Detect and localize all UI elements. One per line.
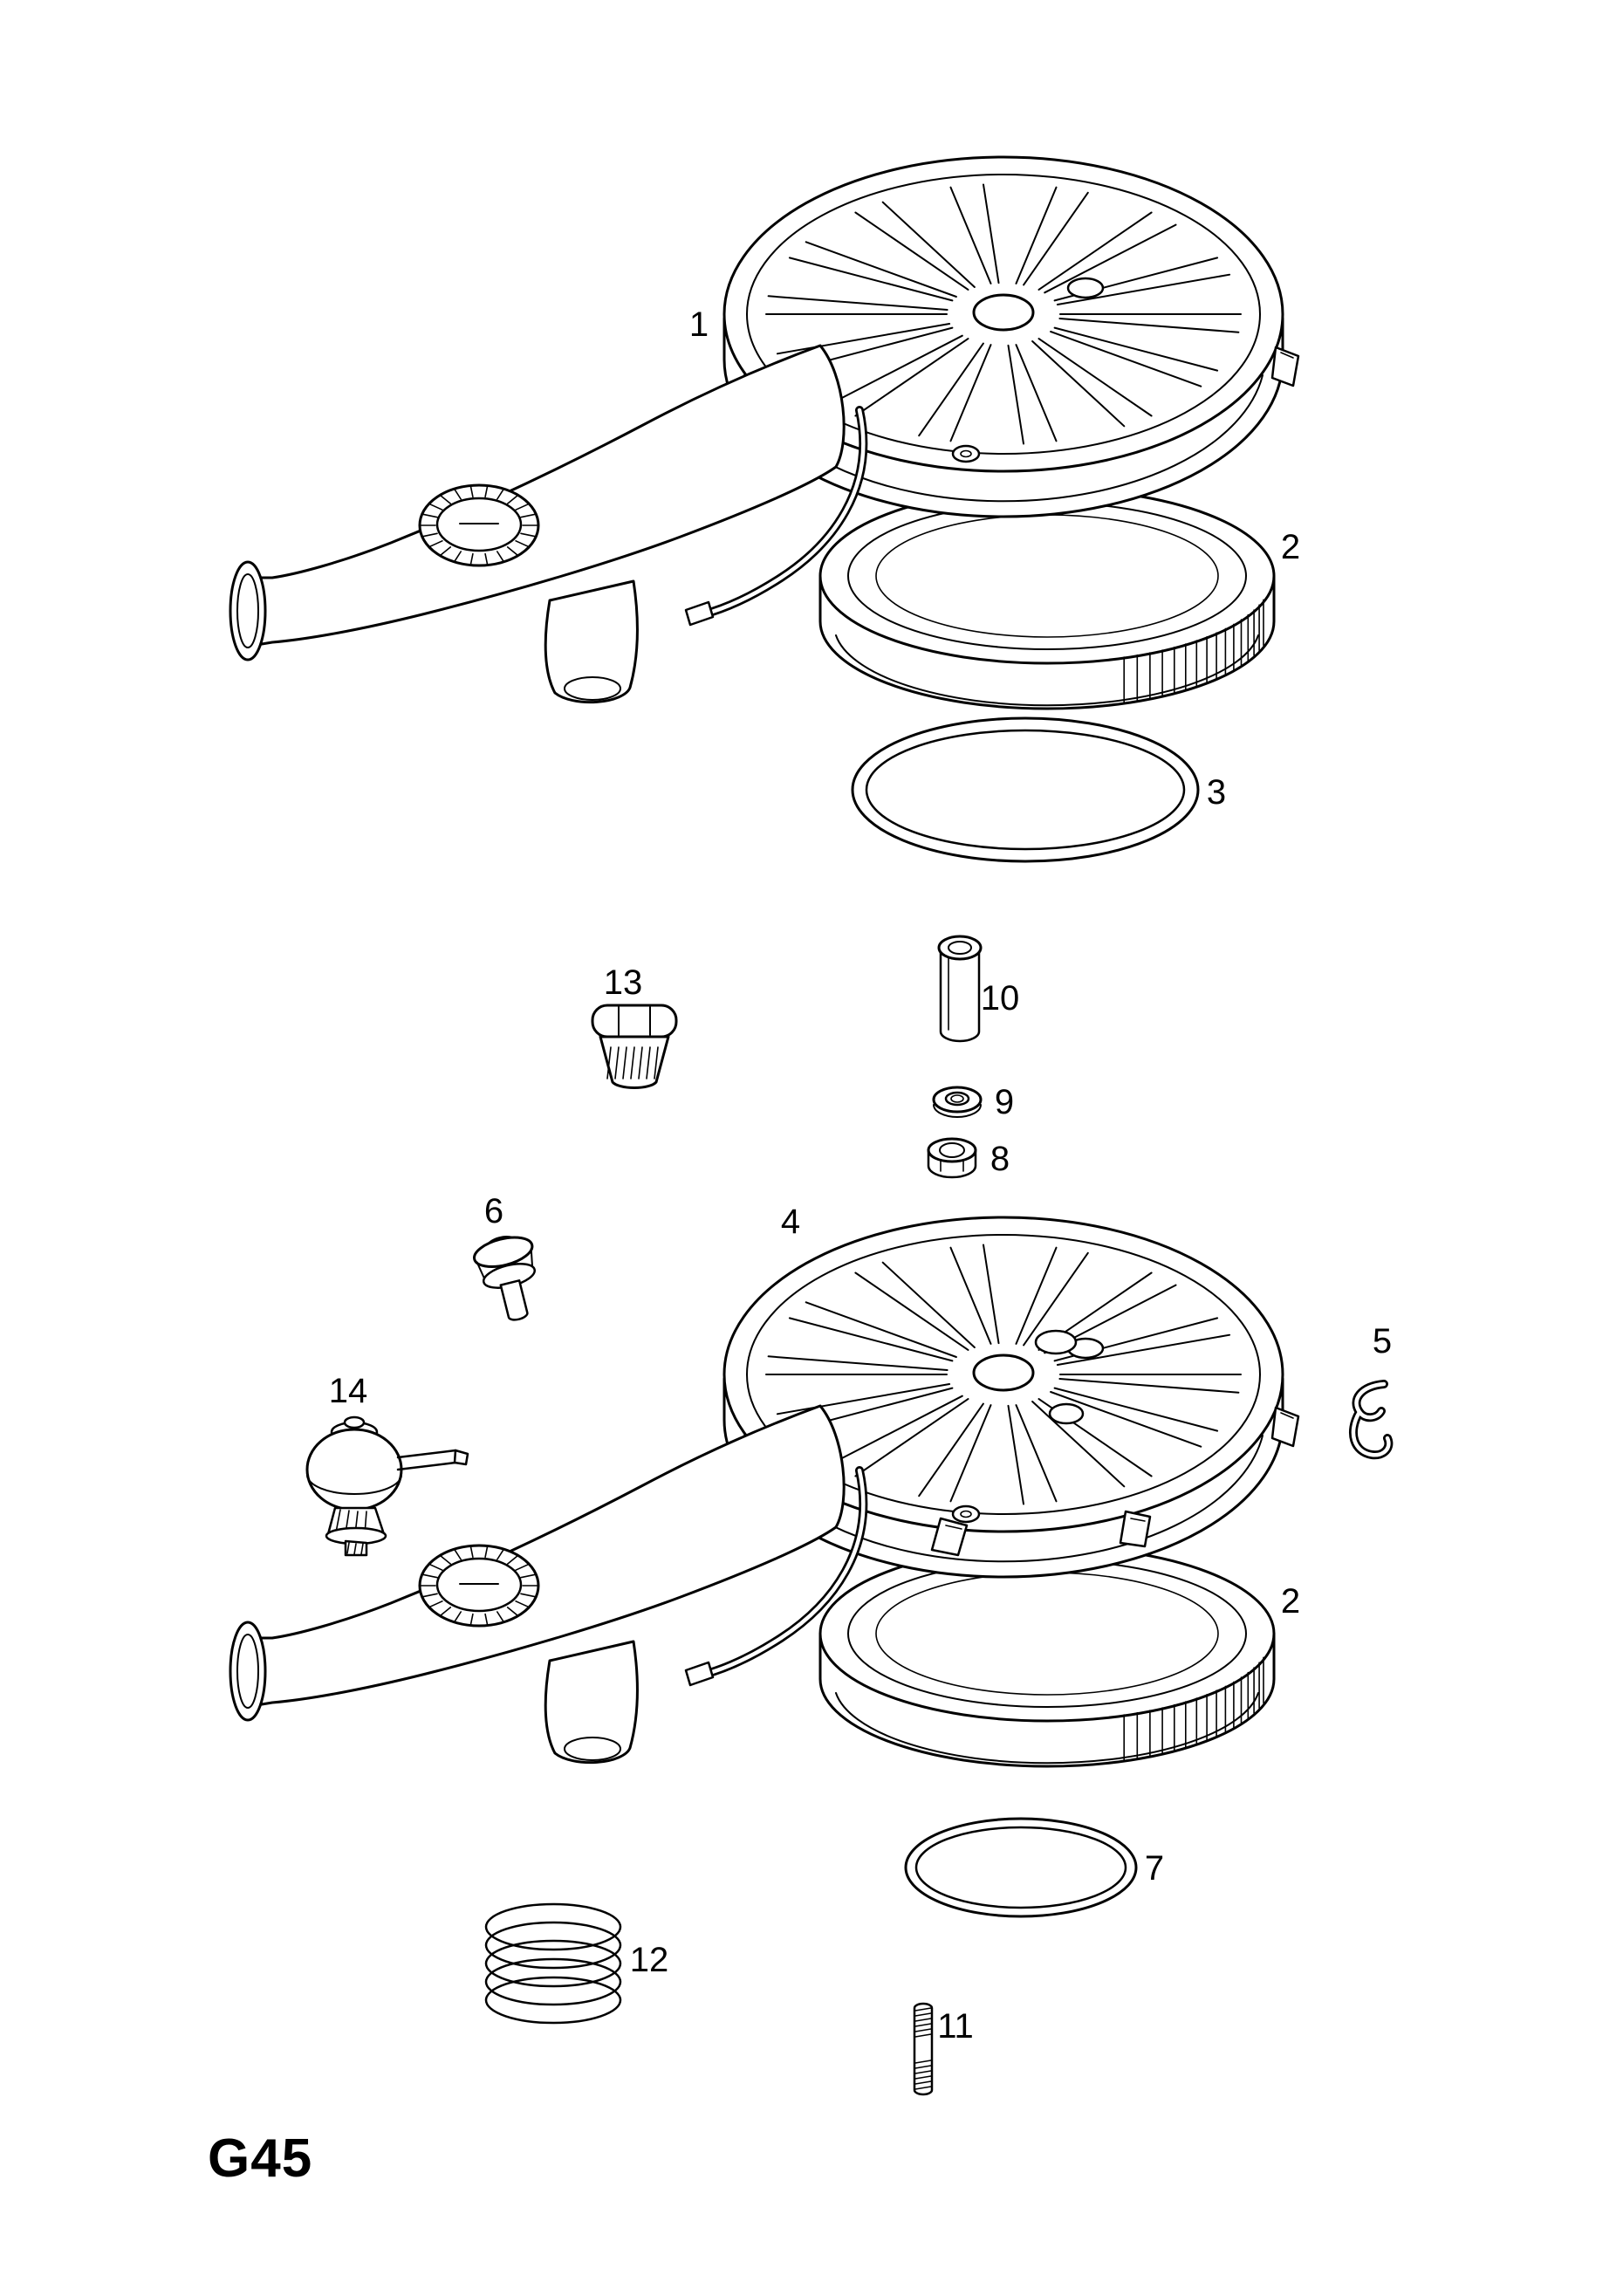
stud-11: [913, 2002, 934, 2096]
gasket-3: [851, 716, 1200, 863]
callout-9: 9: [994, 1083, 1015, 1121]
filter-element-upper: [818, 487, 1276, 710]
nut-8: [927, 1137, 977, 1179]
callout-8: 8: [990, 1140, 1010, 1178]
vacuum-unit-14: [305, 1415, 469, 1557]
callout-7: 7: [1144, 1849, 1165, 1888]
bolt-10: [937, 935, 983, 1043]
lid-holes-lower: [1034, 1329, 1085, 1425]
callout-6: 6: [483, 1192, 504, 1230]
callout-5: 5: [1372, 1322, 1393, 1360]
callout-13: 13: [603, 963, 643, 1002]
cap-nut-13: [591, 1004, 678, 1090]
page-code: G45: [208, 2128, 313, 2189]
rim-clips-lower: [930, 1510, 1152, 1557]
retaining-clip-5: [1348, 1380, 1394, 1460]
callout-1: 1: [688, 305, 709, 344]
spring-12: [484, 1902, 622, 2025]
callout-3: 3: [1206, 773, 1227, 812]
valve-6: [473, 1236, 536, 1321]
callout-14: 14: [328, 1372, 368, 1410]
gasket-7: [904, 1817, 1138, 1918]
callout-2-upper: 2: [1280, 528, 1301, 566]
callout-4: 4: [780, 1203, 801, 1241]
callout-12: 12: [629, 1941, 669, 1979]
filter-element-lower: [818, 1545, 1276, 1768]
callout-10: 10: [980, 979, 1020, 1018]
intake-snorkel-upper: [230, 346, 863, 703]
washer-9: [932, 1086, 983, 1118]
callout-2-lower: 2: [1280, 1582, 1301, 1621]
callout-11: 11: [937, 2007, 974, 2046]
